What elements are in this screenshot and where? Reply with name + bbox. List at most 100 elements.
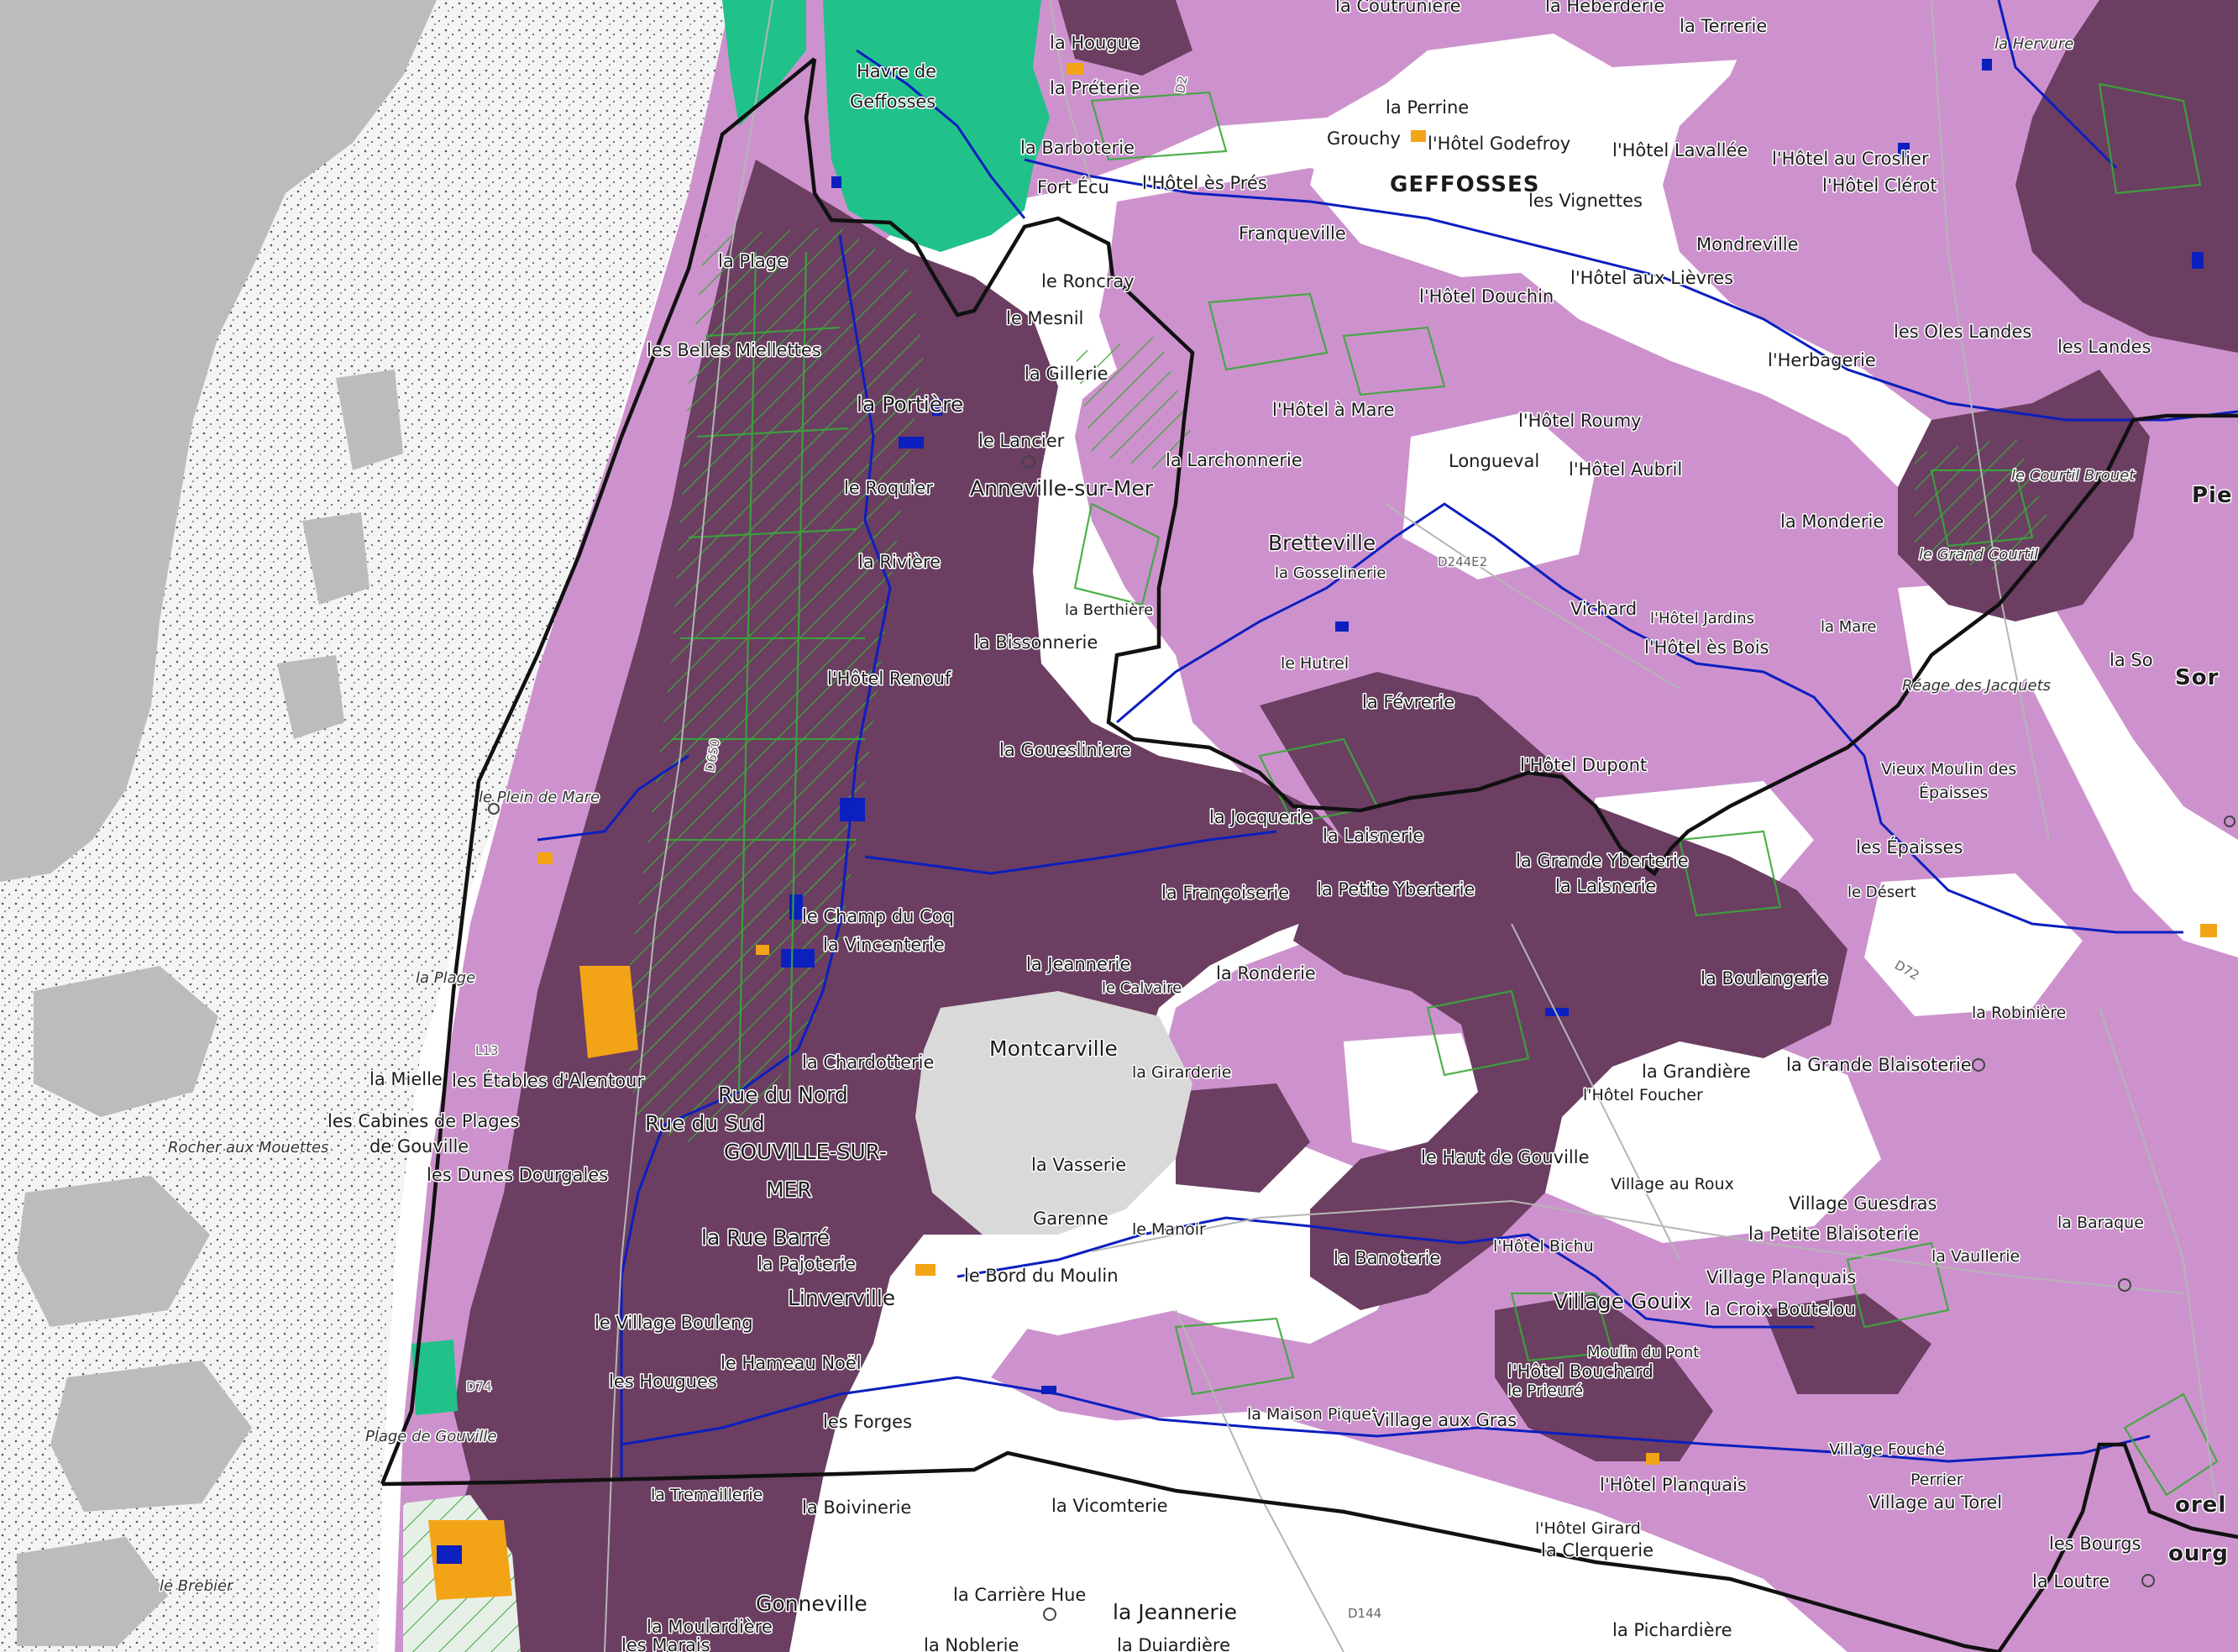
label-la-noblerie: la Noblerie [924, 1635, 1019, 1652]
rock-islands [17, 370, 403, 1646]
label-hotel-a-mare: l'Hôtel à Mare [1272, 400, 1395, 420]
label-la-courtuniere: la Coutruniere [1335, 0, 1461, 16]
label-la-loutre: la Loutre [2032, 1571, 2110, 1592]
road-label-l13: L13 [475, 1043, 498, 1058]
label-les-marais: les Marais [621, 1635, 710, 1652]
label-la-tremaillerie: la Tremaillerie [651, 1486, 763, 1504]
parcel-outlines [663, 82, 2219, 1497]
havre-de-geffosses-zone [823, 0, 1050, 252]
label-la-portiere: la Portière [857, 392, 963, 417]
label-hotel-bichu: l'Hôtel Bichu [1493, 1237, 1594, 1256]
label-le-grand-courtil: le Grand Courtil [1919, 546, 2038, 564]
label-la-gillerie: la Gillerie [1025, 364, 1108, 384]
label-longueval: Longueval [1449, 451, 1539, 471]
label-la-hougue: la Hougue [1050, 33, 1140, 53]
label-la-riviere: la Rivière [858, 552, 941, 572]
label-la-rue-barre: la Rue Barré [701, 1225, 830, 1250]
label-la-moulardiere: la Moulardière [647, 1617, 773, 1637]
label-le-desert: le Désert [1848, 884, 1916, 901]
label-la-preterie: la Préterie [1050, 78, 1140, 98]
small-green-patch [411, 1340, 458, 1415]
road-label-d144: D144 [1348, 1606, 1381, 1621]
label-grouchy: Grouchy [1327, 128, 1401, 149]
label-le-haut-de-gouville: le Haut de Gouville [1421, 1147, 1590, 1167]
label-la-baraque: la Baraque [2057, 1214, 2144, 1232]
label-la-petite-yberterie: la Petite Yberterie [1317, 879, 1475, 899]
label-le-village-bouleng: le Village Bouleng [595, 1313, 753, 1333]
road-label-d2: D2 [1172, 75, 1190, 95]
label-la-ronderie: la Ronderie [1216, 963, 1316, 983]
label-le-hutrel: le Hutrel [1281, 654, 1349, 673]
label-la-plage-north: la Plage [718, 251, 788, 271]
label-la-robiniere: la Robinière [1972, 1004, 2066, 1022]
label-la-laisnerie: la Laisnerie [1323, 826, 1423, 846]
label-la-clerquerie: la Clerquerie [1541, 1540, 1654, 1560]
label-vieux-moulin: Vieux Moulin des [1881, 760, 2016, 779]
label-village-gouix: Village Gouix [1554, 1289, 1691, 1314]
label-le-bord-du-moulin: le Bord du Moulin [964, 1266, 1119, 1286]
label-la-terrerie: la Terrerie [1680, 16, 1767, 36]
rivers [537, 0, 2238, 1478]
label-la-jeannerie: la Jeannerie [1026, 954, 1130, 974]
label-gouville-line2: MER [766, 1177, 812, 1202]
label-la-vicomterie: la Vicomterie [1051, 1496, 1168, 1516]
label-hotel-douchin: l'Hôtel Douchin [1419, 286, 1554, 307]
label-le-hameau-noel: le Hameau Noël [721, 1353, 862, 1373]
label-fort-ecu: Fort Écu [1037, 176, 1109, 197]
label-le-plein-de-mare: le Plein de Mare [479, 789, 600, 806]
label-les-dunes-dourgales: les Dunes Dourgales [427, 1165, 608, 1185]
label-la-vincenterie: la Vincenterie [823, 935, 945, 955]
place-labels: la Coutruniere la Heberderie la Terrerie… [159, 0, 2234, 1652]
label-la-mare: la Mare [1821, 618, 1876, 636]
label-hotel-roumy: l'Hôtel Roumy [1518, 411, 1642, 431]
label-la-jocquerie: la Jocquerie [1209, 807, 1313, 827]
label-la-pajoterie: la Pajoterie [757, 1254, 856, 1274]
label-village-fouche: Village Fouché [1829, 1440, 1945, 1459]
label-la-barboterie: la Barboterie [1020, 138, 1135, 158]
label-mondreville: Mondreville [1696, 234, 1799, 254]
label-vichard: Vichard [1570, 599, 1637, 619]
label-les-hougues: les Hougues [609, 1371, 717, 1392]
label-la-banoterie: la Banoterie [1334, 1248, 1440, 1268]
label-linverville: Linverville [788, 1286, 895, 1310]
map-markers [488, 455, 2235, 1621]
label-rocher-aux-mouettes: Rocher aux Mouettes [168, 1139, 328, 1156]
label-les-epaisses: les Épaisses [1856, 836, 1963, 857]
label-perrier: Perrier [1910, 1471, 1963, 1489]
label-havre-de: Havre de [857, 61, 936, 81]
label-la-boulangerie: la Boulangerie [1701, 968, 1828, 989]
hatched-zone-west [621, 227, 924, 1142]
montcarville-urban-area [915, 991, 1192, 1235]
water-bodies [437, 59, 2204, 1564]
label-havre-geffosses: Geffosses [850, 92, 936, 112]
label-la-gouesliniere: la Gouesliniere [999, 740, 1131, 760]
label-village-planquais: Village Planquais [1706, 1267, 1856, 1288]
wetland-dark-zones [445, 0, 2238, 1652]
label-le-manoir: le Manoir [1132, 1220, 1206, 1239]
label-rue-du-sud: Rue du Sud [645, 1111, 765, 1135]
label-hotel-aubril: l'Hôtel Aubril [1569, 459, 1682, 480]
label-hotel-lavallee: l'Hôtel Lavallée [1612, 140, 1748, 160]
label-la-petite-blaisoterie: la Petite Blaisoterie [1748, 1224, 1919, 1244]
label-le-champ-du-coq: le Champ du Coq [802, 906, 954, 926]
label-la-carriere-hue: la Carrière Hue [953, 1585, 1086, 1605]
label-moulin-du-pont: Moulin du Pont [1587, 1344, 1699, 1361]
label-les-etables: les Étables d'Alentour [452, 1070, 644, 1091]
label-le-prieure: le Prieuré [1507, 1382, 1583, 1400]
label-le-calvaire: le Calvaire [1102, 979, 1182, 997]
label-village-aux-gras: Village aux Gras [1373, 1410, 1517, 1430]
label-epaisses: Épaisses [1919, 783, 1988, 802]
label-gonneville: Gonneville [756, 1592, 867, 1616]
label-bourg-fragment: ourg [2168, 1541, 2229, 1566]
label-hotel-es-pres: l'Hôtel ès Prés [1142, 173, 1267, 193]
label-de-gouville: de Gouville [370, 1136, 469, 1156]
label-la-larchonnerie: la Larchonnerie [1166, 450, 1302, 470]
label-le-roncray: le Roncray [1041, 271, 1135, 291]
label-hotel-au-croslier: l'Hôtel au Croslier [1772, 149, 1929, 169]
label-le-roquier: le Roquier [844, 478, 933, 498]
sea-area [0, 0, 437, 882]
label-la-vasserie: la Vasserie [1031, 1155, 1126, 1175]
label-la-perrine: la Perrine [1386, 97, 1469, 118]
